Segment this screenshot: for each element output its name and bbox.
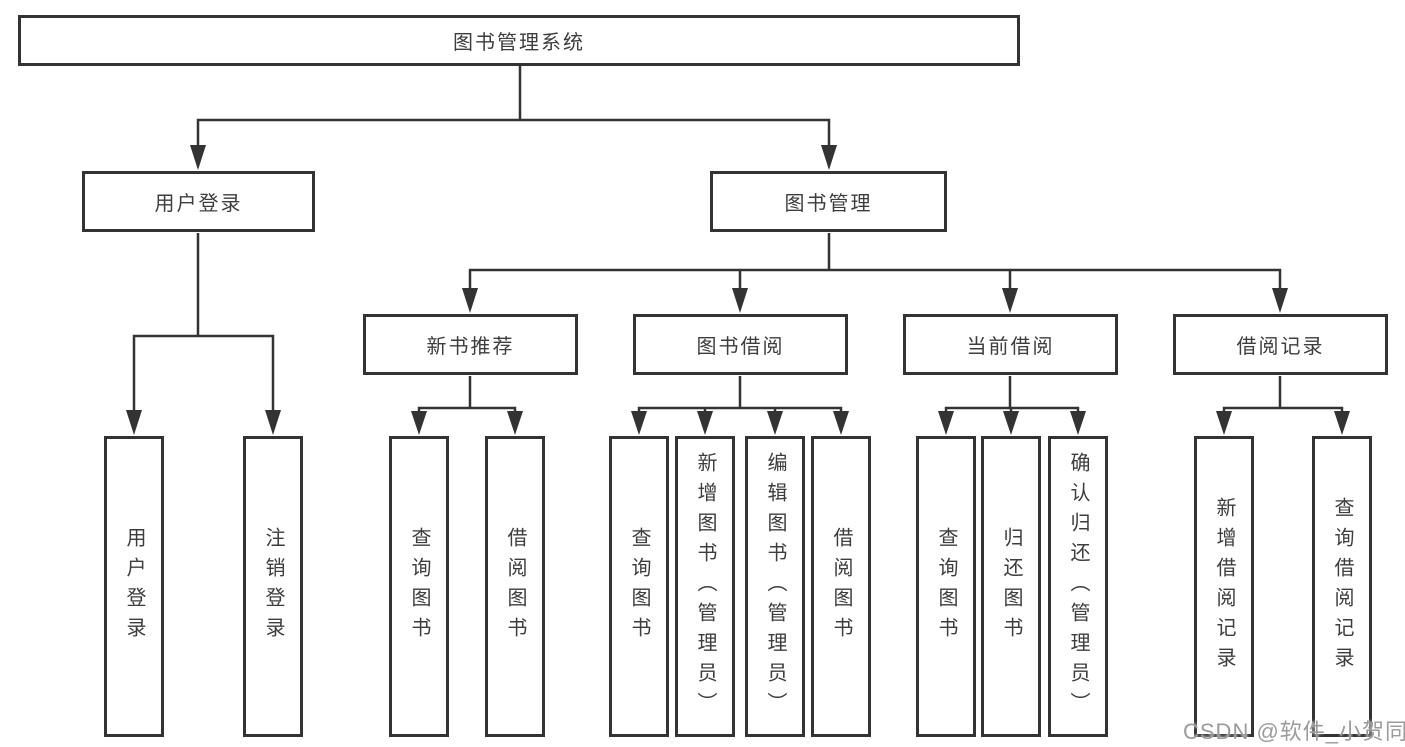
node-add-book-admin: 新增图书（管理员） — [675, 436, 735, 737]
node-query-borrow-record: 查询借阅记录 — [1312, 436, 1372, 737]
node-edit-book-admin: 编辑图书（管理员） — [745, 436, 805, 737]
node-query-book-current: 查询图书 — [916, 436, 976, 737]
node-label: 借阅记录 — [1236, 336, 1325, 358]
node-user-login-leaf: 用户登录 — [104, 436, 164, 737]
node-label: 图书管理 — [784, 193, 873, 215]
node-current-borrowing: 当前借阅 — [903, 314, 1118, 375]
node-book-management: 图书管理 — [710, 171, 947, 232]
node-label: 当前借阅 — [966, 336, 1055, 358]
node-book-borrowing: 图书借阅 — [633, 314, 848, 375]
node-label: 确认归还（管理员） — [1067, 451, 1089, 722]
node-borrowing-records: 借阅记录 — [1173, 314, 1388, 375]
node-label: 借阅图书 — [504, 526, 526, 647]
node-label: 新增图书（管理员） — [694, 451, 716, 722]
watermark-text: CSDN @软件_小贺同学 — [1183, 719, 1405, 744]
node-query-book-borrow: 查询图书 — [609, 436, 669, 737]
node-new-book-recommend: 新书推荐 — [363, 314, 578, 375]
node-label: 用户登录 — [154, 193, 243, 215]
node-label: 图书借阅 — [696, 336, 785, 358]
node-logout: 注销登录 — [243, 436, 303, 737]
node-borrow-book-recommend: 借阅图书 — [485, 436, 545, 737]
node-label: 归还图书 — [1000, 526, 1022, 647]
node-user-login: 用户登录 — [82, 171, 315, 232]
node-label: 查询图书 — [628, 526, 650, 647]
node-label: 图书管理系统 — [453, 32, 585, 54]
node-add-borrow-record: 新增借阅记录 — [1194, 436, 1254, 737]
node-label: 新书推荐 — [426, 336, 515, 358]
node-label: 新增借阅记录 — [1213, 496, 1235, 677]
node-return-book: 归还图书 — [981, 436, 1041, 737]
node-confirm-return-admin: 确认归还（管理员） — [1048, 436, 1108, 737]
node-label: 查询借阅记录 — [1331, 496, 1353, 677]
node-borrow-book-leaf: 借阅图书 — [811, 436, 871, 737]
node-query-book-recommend: 查询图书 — [389, 436, 449, 737]
node-label: 用户登录 — [123, 526, 145, 647]
arrowhead-icons — [126, 145, 1350, 435]
node-label: 编辑图书（管理员） — [764, 451, 786, 722]
node-label: 查询图书 — [408, 526, 430, 647]
node-label: 借阅图书 — [830, 526, 852, 647]
node-label: 查询图书 — [935, 526, 957, 647]
node-root: 图书管理系统 — [18, 15, 1020, 66]
node-label: 注销登录 — [262, 526, 284, 647]
